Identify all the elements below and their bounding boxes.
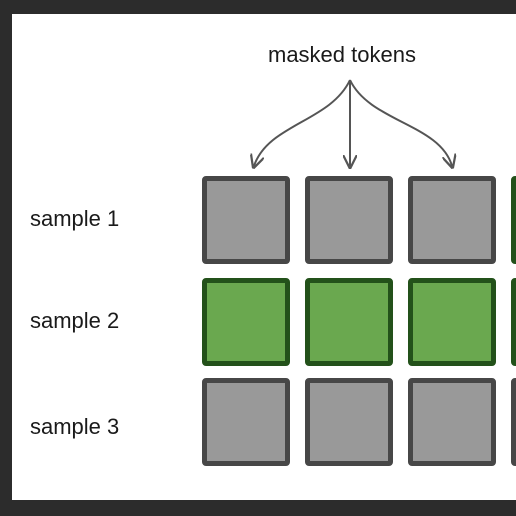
- arrow-to-token-1: [254, 79, 351, 166]
- visible-token-r1-c4: [511, 176, 516, 264]
- row-label-sample-3: sample 3: [30, 414, 120, 439]
- masked-token-r3-c3: [408, 378, 496, 466]
- masked-token-r1-c2: [305, 176, 393, 264]
- masked-token-r1-c3: [408, 176, 496, 264]
- row-label-sample-1: sample 1: [30, 206, 120, 231]
- visible-token-r2-c3: [408, 278, 496, 366]
- arrow-to-token-3: [349, 79, 452, 166]
- masked-token-r1-c1: [202, 176, 290, 264]
- annotation-arrows: [12, 79, 516, 500]
- diagram-canvas: masked tokens sample 1 sample 2 sample 3: [12, 14, 516, 500]
- row-label-sample-2: sample 2: [30, 308, 120, 333]
- visible-token-r2-c4: [511, 278, 516, 366]
- visible-token-r2-c2: [305, 278, 393, 366]
- masked-tokens-label: masked tokens: [268, 42, 416, 67]
- masked-token-r3-c2: [305, 378, 393, 466]
- visible-token-r2-c1: [202, 278, 290, 366]
- masked-token-r3-c1: [202, 378, 290, 466]
- masked-token-r3-c4: [511, 378, 516, 466]
